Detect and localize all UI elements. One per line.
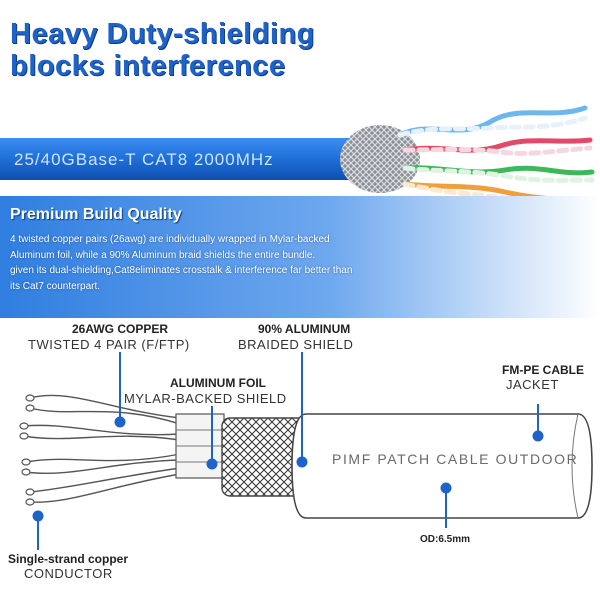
label-conductor-title: Single-strand copper [8, 552, 129, 566]
label-outer-diameter: OD:6.5mm [420, 534, 471, 545]
cable-cross-section-diagram [19, 352, 593, 550]
cable-print-top: 25/40GBase-T CAT8 2000MHz [14, 150, 274, 169]
twisted-pairs [23, 394, 181, 503]
quality-panel-background [0, 196, 600, 318]
quality-title: Premium Build Quality [10, 206, 182, 223]
cable-jacket-blue [0, 138, 350, 180]
label-conductor-sub: CONDUCTOR [24, 566, 113, 581]
callouts [32, 352, 544, 550]
label-braid-sub: BRAIDED SHIELD [238, 337, 354, 352]
label-copper-title: 26AWG COPPER [72, 322, 169, 336]
label-jacket-title: FM-PE CABLE [502, 363, 584, 377]
cable-braid-end [340, 125, 420, 193]
quality-body: 4 twisted copper pairs (26awg) are indiv… [10, 232, 362, 294]
label-jacket-sub: JACKET [506, 377, 559, 392]
jacket-print-text: PIMF PATCH CABLE OUTDOOR [332, 451, 579, 467]
headline-line-2: blocks interference [10, 50, 286, 82]
label-foil-title: ALUMINUM FOIL [170, 376, 266, 390]
label-copper-sub: TWISTED 4 PAIR (F/FTP) [28, 337, 190, 352]
label-foil-sub: MYLAR-BACKED SHIELD [124, 391, 287, 406]
conductor-ends [19, 394, 35, 506]
quality-paragraph-2: given its dual-shielding,Cat8eliminates … [10, 265, 353, 292]
label-braid-title: 90% ALUMINUM [258, 322, 351, 336]
quality-paragraph-1: 4 twisted copper pairs (26awg) are indiv… [10, 234, 330, 261]
headline: Heavy Duty-shielding blocks interference [10, 18, 330, 82]
headline-line-1: Heavy Duty-shielding [10, 18, 315, 50]
